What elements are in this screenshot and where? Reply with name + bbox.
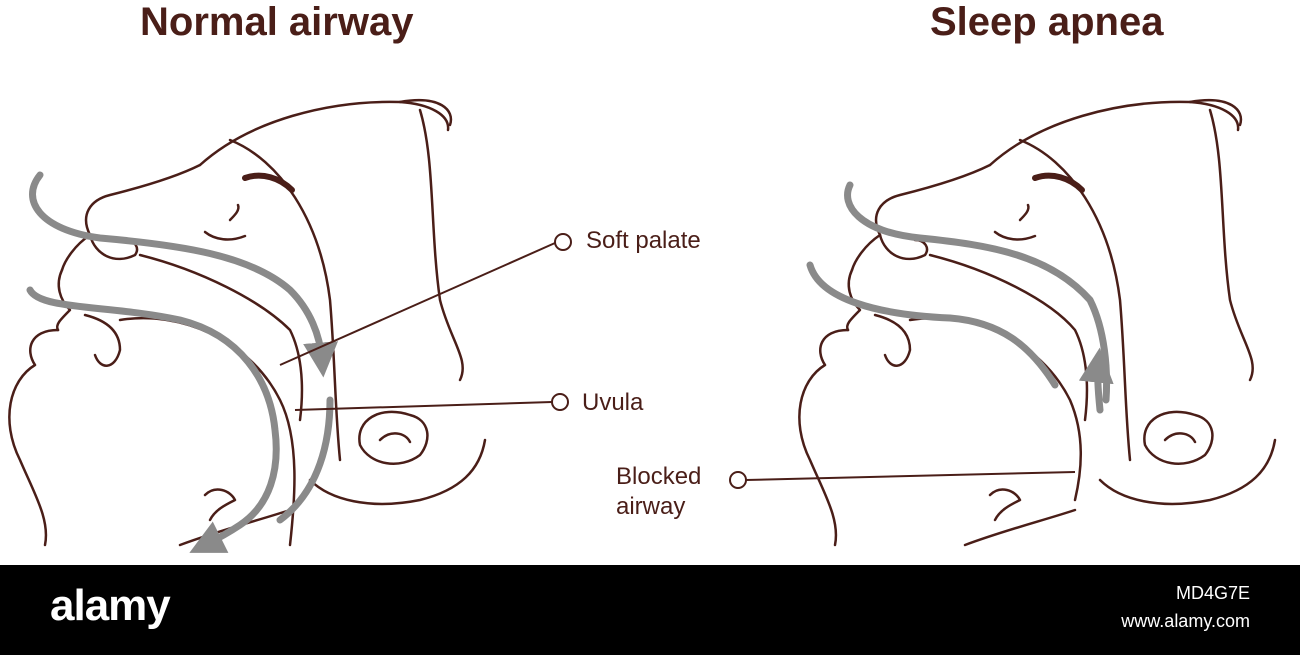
illustration [8, 99, 1277, 553]
watermark-image-code: MD4G7E [1175, 583, 1250, 603]
left-chin-jaw [8, 328, 60, 547]
normal-nasal-airflow [29, 171, 339, 378]
normal-airflow-arrows [26, 171, 339, 553]
apnea-nasal-airflow [844, 181, 1111, 404]
apnea-airflow-arrows [806, 181, 1114, 414]
watermark-brand: alamy [50, 581, 171, 630]
right-eyebrow [1032, 172, 1085, 193]
right-ear [1143, 410, 1214, 465]
right-airway-back [1018, 138, 1132, 462]
normal-airway-title: Normal airway [140, 0, 414, 44]
left-ear [358, 410, 429, 465]
right-eye-closed [993, 230, 1037, 241]
left-palate [138, 253, 304, 422]
right-lips [845, 268, 862, 332]
left-throat-notch [203, 488, 237, 522]
right-eye-lash [1018, 203, 1030, 222]
left-hair-tuft [398, 99, 453, 127]
right-chin-jaw [798, 328, 850, 547]
apnea-reverse-airflow [1078, 347, 1114, 414]
blocked-airway-label: Blocked airway [616, 462, 701, 522]
right-neck-lower [963, 508, 1077, 547]
left-hair-outline [198, 100, 450, 167]
diagram-area: Normal airway Sleep apnea [8, 0, 1277, 553]
left-eye-lash [228, 203, 240, 222]
right-ear-inner [1163, 432, 1197, 444]
callouts [279, 233, 1076, 489]
left-back-head [418, 108, 464, 382]
left-eye-closed [203, 230, 247, 241]
left-neck [308, 438, 487, 506]
right-neck [1098, 438, 1277, 506]
left-throat-front [118, 316, 296, 547]
left-forehead-nose [84, 163, 202, 237]
right-hair-outline [988, 100, 1240, 167]
right-nostril [878, 233, 929, 261]
soft-palate-leader-line [279, 242, 556, 366]
normal-head-illustration [8, 99, 487, 547]
right-hair-tuft [1188, 99, 1243, 127]
apnea-oral-airflow [806, 261, 1059, 389]
uvula-label: Uvula [582, 389, 644, 416]
blocked-airway-leader-line [745, 471, 1076, 481]
right-nose-tip [850, 233, 882, 272]
right-back-head [1208, 108, 1254, 382]
watermark-url: www.alamy.com [1121, 611, 1250, 631]
right-tongue [873, 313, 912, 367]
blocked-airway-marker [729, 471, 747, 489]
soft-palate-marker [554, 233, 572, 251]
normal-throat-airflow [276, 396, 334, 524]
blocked-airway-label-line2: airway [616, 493, 686, 520]
right-throat-notch [988, 488, 1022, 522]
blocked-airway-label-line1: Blocked [616, 463, 702, 490]
normal-oral-airflow [26, 286, 280, 553]
uvula-leader-line [294, 401, 553, 411]
left-eyebrow [242, 172, 295, 193]
uvula-marker [551, 393, 569, 411]
watermark-footer: alamy MD4G7E www.alamy.com [0, 565, 1300, 655]
left-ear-inner [378, 432, 412, 444]
sleep-apnea-title: Sleep apnea [930, 0, 1164, 44]
left-nose-tip [60, 233, 92, 272]
right-forehead-nose [874, 163, 992, 237]
left-tongue [83, 313, 122, 367]
soft-palate-label: Soft palate [586, 227, 701, 254]
apnea-head-illustration [798, 99, 1277, 547]
left-lips [55, 268, 72, 332]
